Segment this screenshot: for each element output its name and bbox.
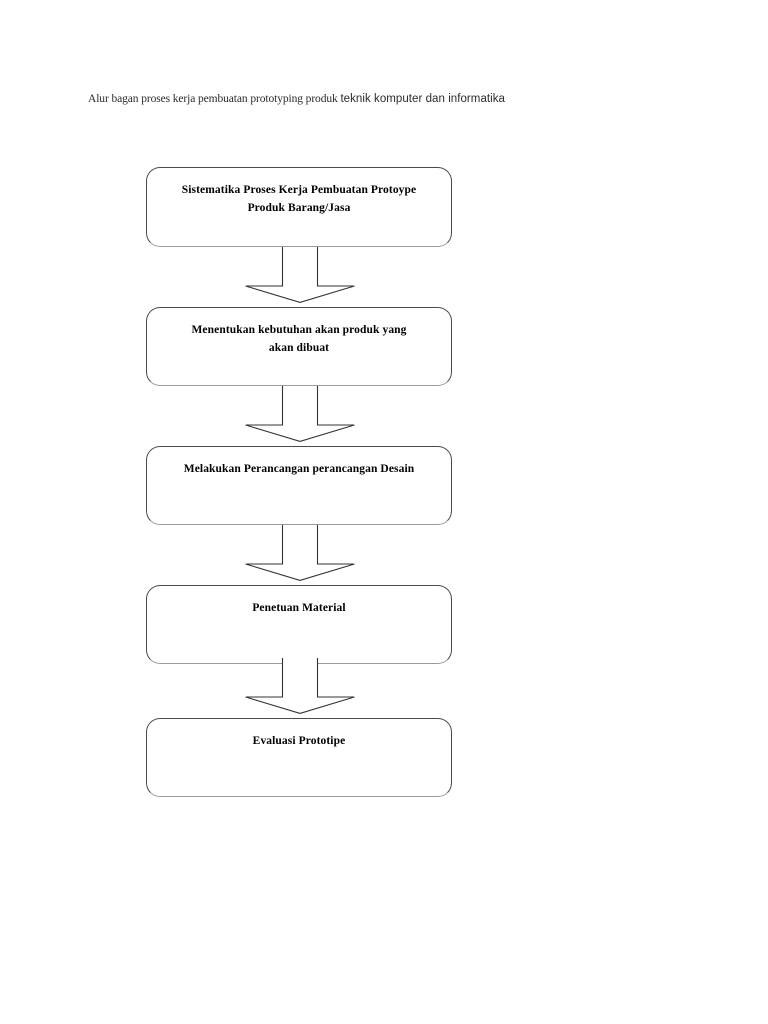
flow-node-label-line1: Menentukan kebutuhan akan produk yang bbox=[191, 324, 407, 336]
flow-node-label-line1: Sistematika Proses Kerja Pembuatan Proto… bbox=[181, 184, 417, 196]
document-heading: Alur bagan proses kerja pembuatan protot… bbox=[88, 92, 688, 106]
flow-node-penetuan-material: Penetuan Material bbox=[146, 585, 452, 664]
flow-node-sistematika-proses-kerja: Sistematika Proses Kerja Pembuatan Proto… bbox=[146, 167, 452, 247]
block-down-arrow-icon bbox=[245, 386, 355, 442]
arrow-node1-to-node2 bbox=[245, 247, 355, 303]
arrow-node2-to-node3 bbox=[245, 386, 355, 442]
block-down-arrow-icon bbox=[245, 247, 355, 303]
block-down-arrow-icon bbox=[245, 658, 355, 714]
block-down-arrow-icon bbox=[245, 525, 355, 581]
flow-node-label-line1: Melakukan Perancangan perancangan Desain bbox=[183, 463, 415, 475]
arrow-node3-to-node4 bbox=[245, 525, 355, 581]
flow-node-label-line2: akan dibuat bbox=[268, 342, 330, 354]
heading-segment-serif: Alur bagan proses kerja pembuatan protot… bbox=[88, 93, 341, 105]
flow-node-label-line1: Penetuan Material bbox=[252, 602, 346, 614]
flow-node-evaluasi-prototipe: Evaluasi Prototipe bbox=[146, 718, 452, 797]
flow-node-label-line1: Evaluasi Prototipe bbox=[252, 735, 346, 747]
flow-node-menentukan-kebutuhan: Menentukan kebutuhan akan produk yang ak… bbox=[146, 307, 452, 386]
flow-node-melakukan-perancangan: Melakukan Perancangan perancangan Desain bbox=[146, 446, 452, 525]
heading-segment-sans: teknik komputer dan informatika bbox=[340, 93, 505, 105]
arrow-node4-to-node5 bbox=[245, 658, 355, 714]
flow-node-label-line2: Produk Barang/Jasa bbox=[247, 202, 351, 214]
